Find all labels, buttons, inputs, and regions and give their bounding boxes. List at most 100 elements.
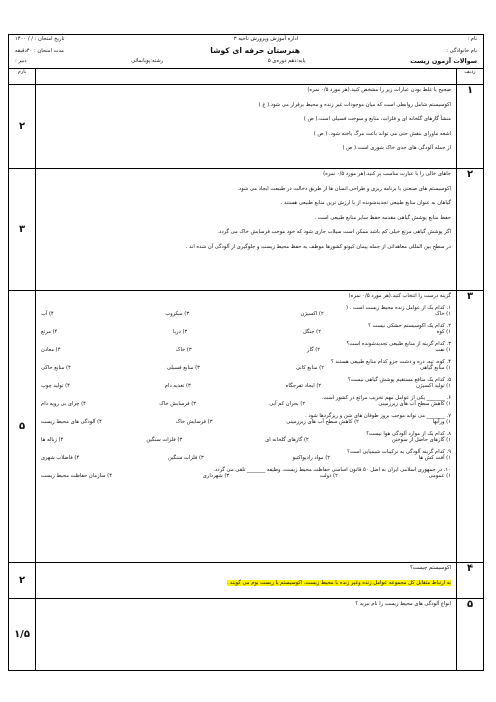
mcq-option[interactable]: ۱) ورآبها xyxy=(432,419,451,425)
question-title: جاهای خالی را با عبارت مناسب پر کنید.(هر… xyxy=(323,171,451,177)
question-number: ۴ xyxy=(456,562,484,599)
mcq-question: ۵. کدام یک منافع مستقیم پوشش گیاهی نیست؟ xyxy=(348,376,451,383)
question-row: ۲ جاهای خالی را با عبارت مناسب پر کنید.(… xyxy=(8,168,484,291)
mcq-option[interactable]: ۱) عمومی xyxy=(428,473,451,479)
exam-subject: سوالات آزمون زیست xyxy=(410,57,477,65)
mcq-option[interactable]: ۱) نفت xyxy=(435,347,451,353)
question-score: ۳ xyxy=(8,168,36,291)
question-row: ۱ صحیح یا غلط بودن عبارات زیر را مشخص کن… xyxy=(8,84,484,169)
question-number: ۲ xyxy=(456,168,484,291)
mcq-question: ۹. کدام گزینه آلودگی به ترکیبات شیمیایی … xyxy=(347,448,451,455)
question-body: گزینه درست را انتخاب کنید.(هر مورد ۰/۵ ن… xyxy=(35,290,457,563)
mcq-option[interactable]: ۳) شهرداری xyxy=(202,473,230,479)
mcq-option[interactable]: ۱) منابع گیاهی xyxy=(420,365,451,371)
mcq-option[interactable]: ۲) منابع کانی xyxy=(295,365,325,371)
question-number: ۱ xyxy=(456,84,484,169)
exam-duration: مدت امتحان : ۴۰دقیقه xyxy=(15,47,64,54)
question-score: ۲ xyxy=(8,84,36,169)
question-body: جاهای خالی را با عبارت مناسب پر کنید.(هر… xyxy=(35,168,457,291)
mcq-question: ۲. کدام یک اکوسیستم خشکی نیست ؟ xyxy=(368,322,451,329)
mcq-option[interactable]: ۳) خاک xyxy=(175,347,192,353)
question-item: حفظ منابع پوشش گیاهی مقدمه حفظ سایر مناب… xyxy=(314,214,451,221)
mcq-option[interactable]: ۳) فرسایش خاک xyxy=(175,419,213,425)
mcq-option[interactable]: ۲) اکسیژن xyxy=(300,311,324,317)
question-item: از جمله آلودگی های جدی خاک شوری است.( ص … xyxy=(342,145,451,151)
mcq-option[interactable]: ۴) منابع خاکی xyxy=(41,365,71,371)
mcq-option[interactable]: ۲) کاهش سطح آب های زیرزمینی xyxy=(286,419,359,425)
question-body: اکوسیستم چیست؟ به ارتباط متقابل کل مجموع… xyxy=(35,562,457,599)
mcq-question: ۷. _______ می تواند موجب بروز طوفان های … xyxy=(305,412,451,419)
field-label: رشته:پویانمائی xyxy=(131,58,164,64)
school-name: هنرستان حرفه ای کوشا xyxy=(210,46,300,55)
mcq-option[interactable]: ۴) آلودگی های محیط زیست xyxy=(41,419,102,425)
mcq-option[interactable]: ۴) زباله ها xyxy=(41,437,64,443)
question-item: اکوسیستم های صنعتی با برنامه ریزی و طراح… xyxy=(237,185,451,192)
mcq-option[interactable]: ۲) مواد رادیواکتیو xyxy=(292,455,331,461)
mcq-option[interactable]: ۴) تولید چوب xyxy=(41,383,70,389)
mcq-option[interactable]: ۴) فاضلاب شهری xyxy=(41,455,80,461)
mcq-question: ۶. _______ یکی از عوامل مهم تخریب مراتع … xyxy=(321,394,451,401)
mcq-option[interactable]: ۴) آب xyxy=(41,311,54,317)
question-score: ۵ xyxy=(8,290,36,563)
mcq-option[interactable]: ۱) آفت کش ها xyxy=(418,455,451,461)
questions-table: ردیف بارم ۱ صحیح یا غلط بودن عبارات زیر … xyxy=(8,68,484,671)
mcq-options: ۱) آفت کش ها ۲) مواد رادیواکتیو ۳) فلزات س… xyxy=(41,455,451,462)
mcq-option[interactable]: ۲) گازهای گلخانه ای xyxy=(265,437,309,443)
mcq-option[interactable]: ۴) مرتع xyxy=(41,329,58,335)
mcq-option[interactable]: ۳) تغذیه دام xyxy=(164,383,191,389)
question-number: ۳ xyxy=(456,290,484,563)
mcq-option[interactable]: ۱) کاهش سطح آب های زیرزمینی xyxy=(378,401,451,407)
row-number-header: ردیف xyxy=(456,68,484,85)
question-row: ۵ انواع آلودگی های محیط زیست را نام ببری… xyxy=(8,598,484,671)
question-title: انواع آلودگی های محیط زیست را نام ببرید … xyxy=(355,601,451,607)
exam-date: تاریخ امتحان : / / ۱۴۰۰ xyxy=(15,36,65,42)
office-name: اداره آموزش وپرورش ناحیه ۳ xyxy=(233,36,299,42)
mcq-option[interactable]: ۲) دولت xyxy=(319,473,338,479)
mcq-question: ۴. کوه، تپه، دره و دشت جزو کدام منابع طب… xyxy=(331,358,451,365)
answer-text: به ارتباط متقابل کل مجموعه عوامل زنده وغ… xyxy=(226,579,451,586)
mcq-option[interactable]: ۴) چرای بی رویه دام xyxy=(41,401,86,407)
mcq-option[interactable]: ۲) بحران کم آبی xyxy=(269,401,306,407)
mcq-option[interactable]: ۱) تولید اکسیژن xyxy=(416,383,451,389)
mcq-option[interactable]: ۳) منابع فسیلی xyxy=(166,365,200,371)
question-score: ۲ xyxy=(8,562,36,599)
mcq-option[interactable]: ۲) جنگل xyxy=(302,329,321,335)
mcq-option[interactable]: ۲) ایجاد تفرجگاه xyxy=(285,383,322,389)
question-item: اگر پوشش گیاهی مرتع خیلی کم باشد ممکن اس… xyxy=(217,229,451,235)
question-row: ۳ گزینه درست را انتخاب کنید.(هر مورد ۰/۵… xyxy=(8,290,484,563)
mcq-option[interactable]: ۳) فلزات سنگین xyxy=(146,437,183,443)
mcq-option[interactable]: ۳) دریا xyxy=(172,329,188,335)
mcq-option[interactable]: ۳) میکروب xyxy=(165,311,190,317)
mcq-option[interactable]: ۱) خاک xyxy=(435,311,451,317)
mcq-option[interactable]: ۱) گازهای حاصل از سوختن xyxy=(391,437,451,443)
table-header-row: ردیف بارم xyxy=(8,68,484,85)
question-row: ۴ اکوسیستم چیست؟ به ارتباط متقابل کل مجم… xyxy=(8,562,484,599)
question-item: اشعه ماورای بنفش حتی می تواند باعث مرگ ی… xyxy=(313,130,451,137)
mcq-option[interactable]: ۱) کوه xyxy=(436,329,451,335)
class-info: پایه:دهم دوره‌ی ۵ xyxy=(267,58,306,64)
mcq-options: ۱) عمومی ۲) دولت ۳) شهرداری ۴) سازمان حفاظت… xyxy=(41,473,451,480)
mcq-option[interactable]: ۲) گاز xyxy=(307,347,321,353)
mcq-question: ۳. کدام گزینه از منابع طبیعی تجدیدشونده … xyxy=(346,340,451,347)
question-title: گزینه درست را انتخاب کنید.(هر مورد ۰/۵ ن… xyxy=(348,293,451,299)
mcq-options: ۱) خاک ۲) اکسیژن ۳) میکروب ۴) آب xyxy=(41,311,451,318)
mcq-options: ۱) کوه ۲) جنگل ۳) دریا ۴) مرتع xyxy=(41,329,451,336)
mcq-option[interactable]: ۳) فرسایش خاک xyxy=(159,401,197,407)
mcq-question: ۸. کدام یک از موارد آلودگی هوا نیست؟ xyxy=(366,430,451,437)
mcq-options: ۱) نفت ۲) گاز ۳) خاک ۴) معادن xyxy=(41,347,451,354)
question-item: اکوسیستم شامل روابطی است که میان موجودات… xyxy=(258,101,451,108)
question-body: صحیح یا غلط بودن عبارات زیر را مشخص کنید… xyxy=(35,84,457,169)
question-score: ۱/۵ xyxy=(8,598,36,671)
mcq-options: ۱) کاهش سطح آب های زیرزمینی ۲) بحران کم آ… xyxy=(41,401,451,408)
mcq-option[interactable]: ۴) معادن xyxy=(41,347,61,353)
mcq-question: ۱۰. در جمهوری اسلامی ایران به اصل ۵۰ قان… xyxy=(213,466,451,473)
question-item: در سطح بین المللی معاهداتی از جمله پیمان… xyxy=(185,243,451,250)
mcq-options: ۱) تولید اکسیژن ۲) ایجاد تفرجگاه ۳) تغذیه … xyxy=(41,383,451,390)
mcq-options: ۱) منابع گیاهی ۲) منابع کانی ۳) منابع فسیل… xyxy=(41,365,451,372)
family-label: نام خانوادگی : xyxy=(446,47,477,54)
mcq-option[interactable]: ۳) فلزات سنگین xyxy=(168,455,204,461)
mcq-option[interactable]: ۴) سازمان حفاظت محیط زیست xyxy=(41,473,112,479)
exam-header: نام : اداره آموزش وپرورش ناحیه ۳ تاریخ ا… xyxy=(8,34,484,68)
teacher-label: دبیر : xyxy=(15,58,27,64)
